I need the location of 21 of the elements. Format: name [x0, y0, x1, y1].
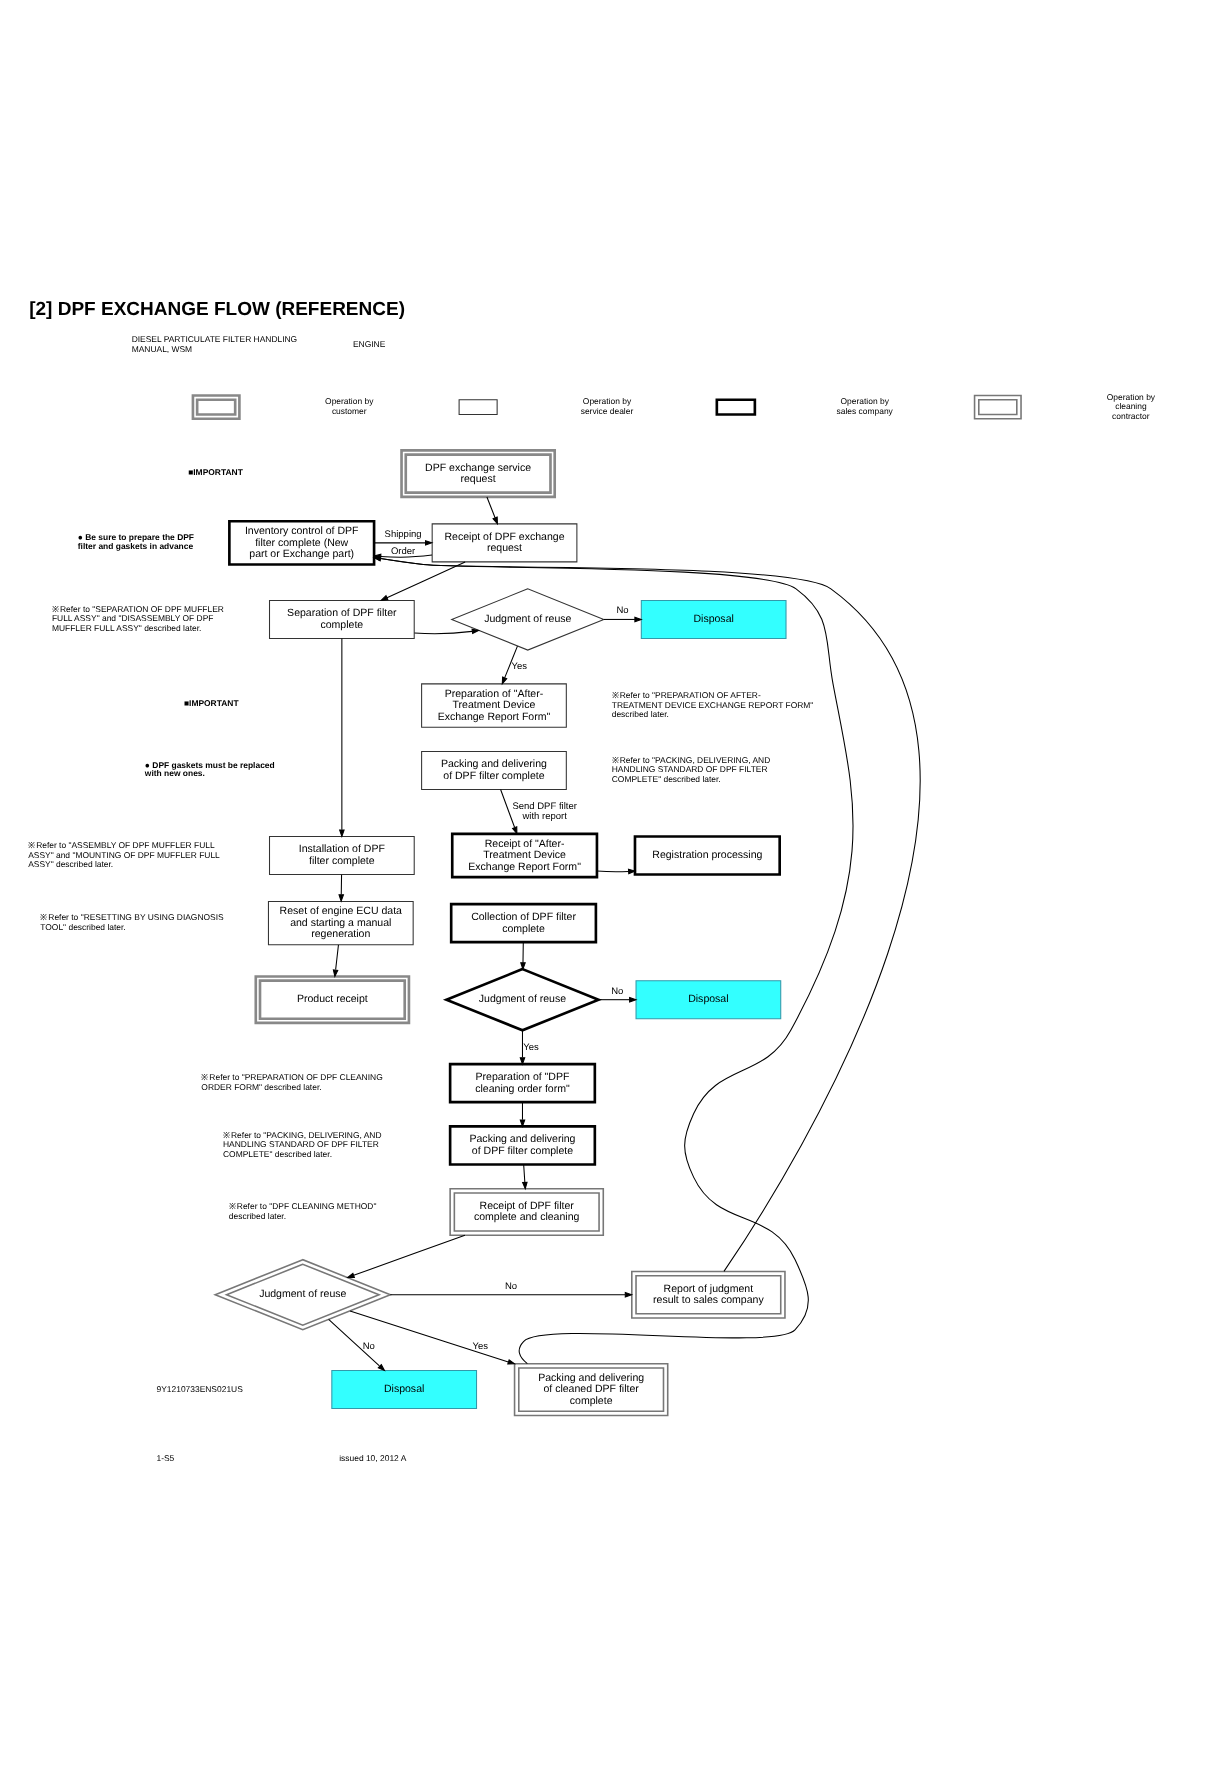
- arrow: [603, 615, 643, 622]
- arrow: [500, 788, 518, 835]
- arrow: [338, 636, 345, 838]
- arrow: [501, 644, 518, 685]
- arrow: [520, 940, 526, 970]
- arrow: [349, 1309, 517, 1364]
- arrow: [373, 538, 434, 545]
- arrow: [521, 1163, 528, 1190]
- arrow: [346, 1233, 466, 1278]
- arrow: [379, 560, 466, 601]
- arrow: [413, 627, 481, 634]
- diagram-title: [2] DPF EXCHANGE FLOW (REFERENCE): [29, 297, 405, 320]
- arrow: [332, 943, 339, 977]
- arrow: [486, 495, 499, 525]
- arrow: [328, 1317, 386, 1371]
- arrow: [598, 995, 638, 1002]
- arrow: [519, 1029, 526, 1065]
- arrow: [338, 873, 345, 902]
- arrow: [519, 1100, 526, 1127]
- arrow: [596, 867, 637, 874]
- arrow: [389, 1290, 634, 1297]
